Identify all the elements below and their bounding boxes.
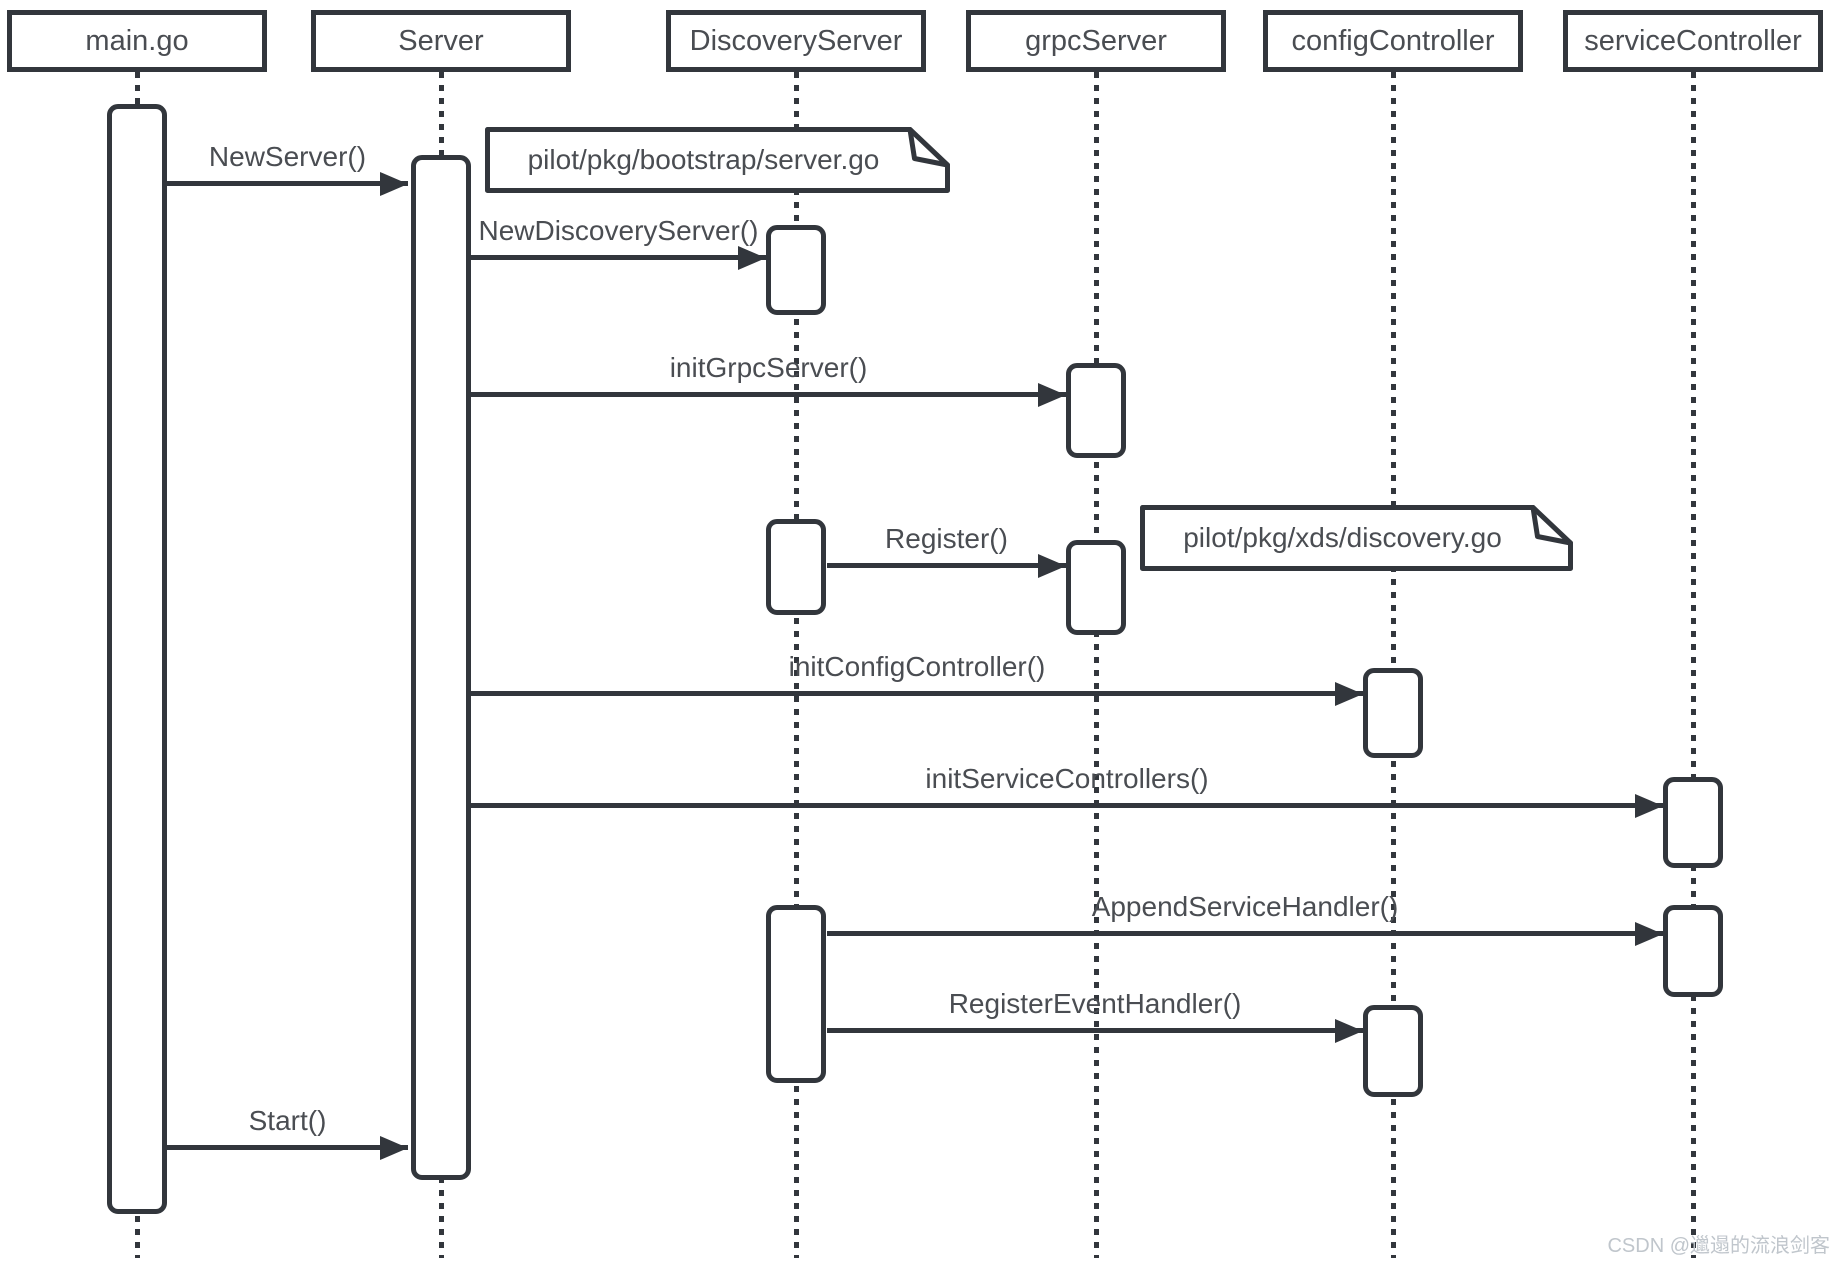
message-arrow-initgrpcserver	[471, 392, 1066, 397]
message-arrow-registereventhandler	[827, 1028, 1363, 1033]
activation-config-init	[1363, 668, 1423, 758]
note-shape-icon	[1140, 505, 1573, 571]
participant-service-controller: serviceController	[1563, 10, 1823, 72]
activation-discovery-handlers	[766, 905, 826, 1083]
message-arrow-initservicecontrollers	[471, 803, 1663, 808]
message-label-initconfigcontroller: initConfigController()	[788, 651, 1046, 682]
message-arrow-initconfigcontroller	[471, 691, 1363, 696]
note-shape-icon	[485, 127, 950, 193]
participant-main-go: main.go	[7, 10, 267, 72]
message-arrow-start	[167, 1145, 408, 1150]
note-label: pilot/pkg/xds/discovery.go	[1183, 522, 1502, 553]
lifeline-service-controller	[1690, 72, 1696, 1258]
message-label-initgrpcserver: initGrpcServer()	[669, 352, 868, 383]
activation-discovery-new	[766, 225, 826, 315]
lifeline-config-controller	[1390, 72, 1396, 1258]
note-bootstrap-server: pilot/pkg/bootstrap/server.go	[485, 127, 950, 193]
participant-label: Server	[398, 24, 484, 57]
participant-label: grpcServer	[1025, 24, 1167, 57]
note-label: pilot/pkg/bootstrap/server.go	[527, 144, 880, 175]
participant-config-controller: configController	[1263, 10, 1523, 72]
activation-service-append	[1663, 905, 1723, 997]
participant-label: main.go	[85, 24, 189, 57]
participant-label: configController	[1291, 24, 1495, 57]
message-arrow-newserver	[167, 181, 408, 186]
message-label-newdiscoveryserver: NewDiscoveryServer()	[478, 215, 759, 246]
participant-label: serviceController	[1584, 24, 1802, 57]
message-label-initservicecontrollers: initServiceControllers()	[925, 763, 1209, 794]
participant-server: Server	[311, 10, 571, 72]
note-xds-discovery: pilot/pkg/xds/discovery.go	[1140, 505, 1573, 571]
lifeline-grpc-server	[1093, 72, 1099, 1258]
activation-config-event	[1363, 1005, 1423, 1097]
message-label-start: Start()	[248, 1105, 327, 1136]
activation-service-init	[1663, 777, 1723, 868]
participant-grpc-server: grpcServer	[966, 10, 1226, 72]
message-label-registereventhandler: RegisterEventHandler()	[948, 988, 1242, 1019]
message-label-register: Register()	[885, 523, 1008, 554]
activation-grpc-init	[1066, 363, 1126, 458]
message-arrow-newdiscoveryserver	[471, 255, 766, 260]
activation-grpc-register	[1066, 540, 1126, 635]
message-label-appendservicehandler: AppendServiceHandler()	[1091, 891, 1399, 922]
watermark: CSDN @邋遢的流浪剑客	[1607, 1235, 1830, 1257]
activation-server	[411, 155, 471, 1180]
lifeline-discovery-server	[793, 72, 799, 1258]
message-label-newserver: NewServer()	[208, 141, 367, 172]
activation-discovery-register	[766, 519, 826, 615]
message-arrow-register	[827, 563, 1066, 568]
participant-discovery-server: DiscoveryServer	[666, 10, 926, 72]
message-arrow-appendservicehandler	[827, 931, 1663, 936]
activation-main-go	[107, 104, 167, 1214]
participant-label: DiscoveryServer	[689, 24, 903, 57]
